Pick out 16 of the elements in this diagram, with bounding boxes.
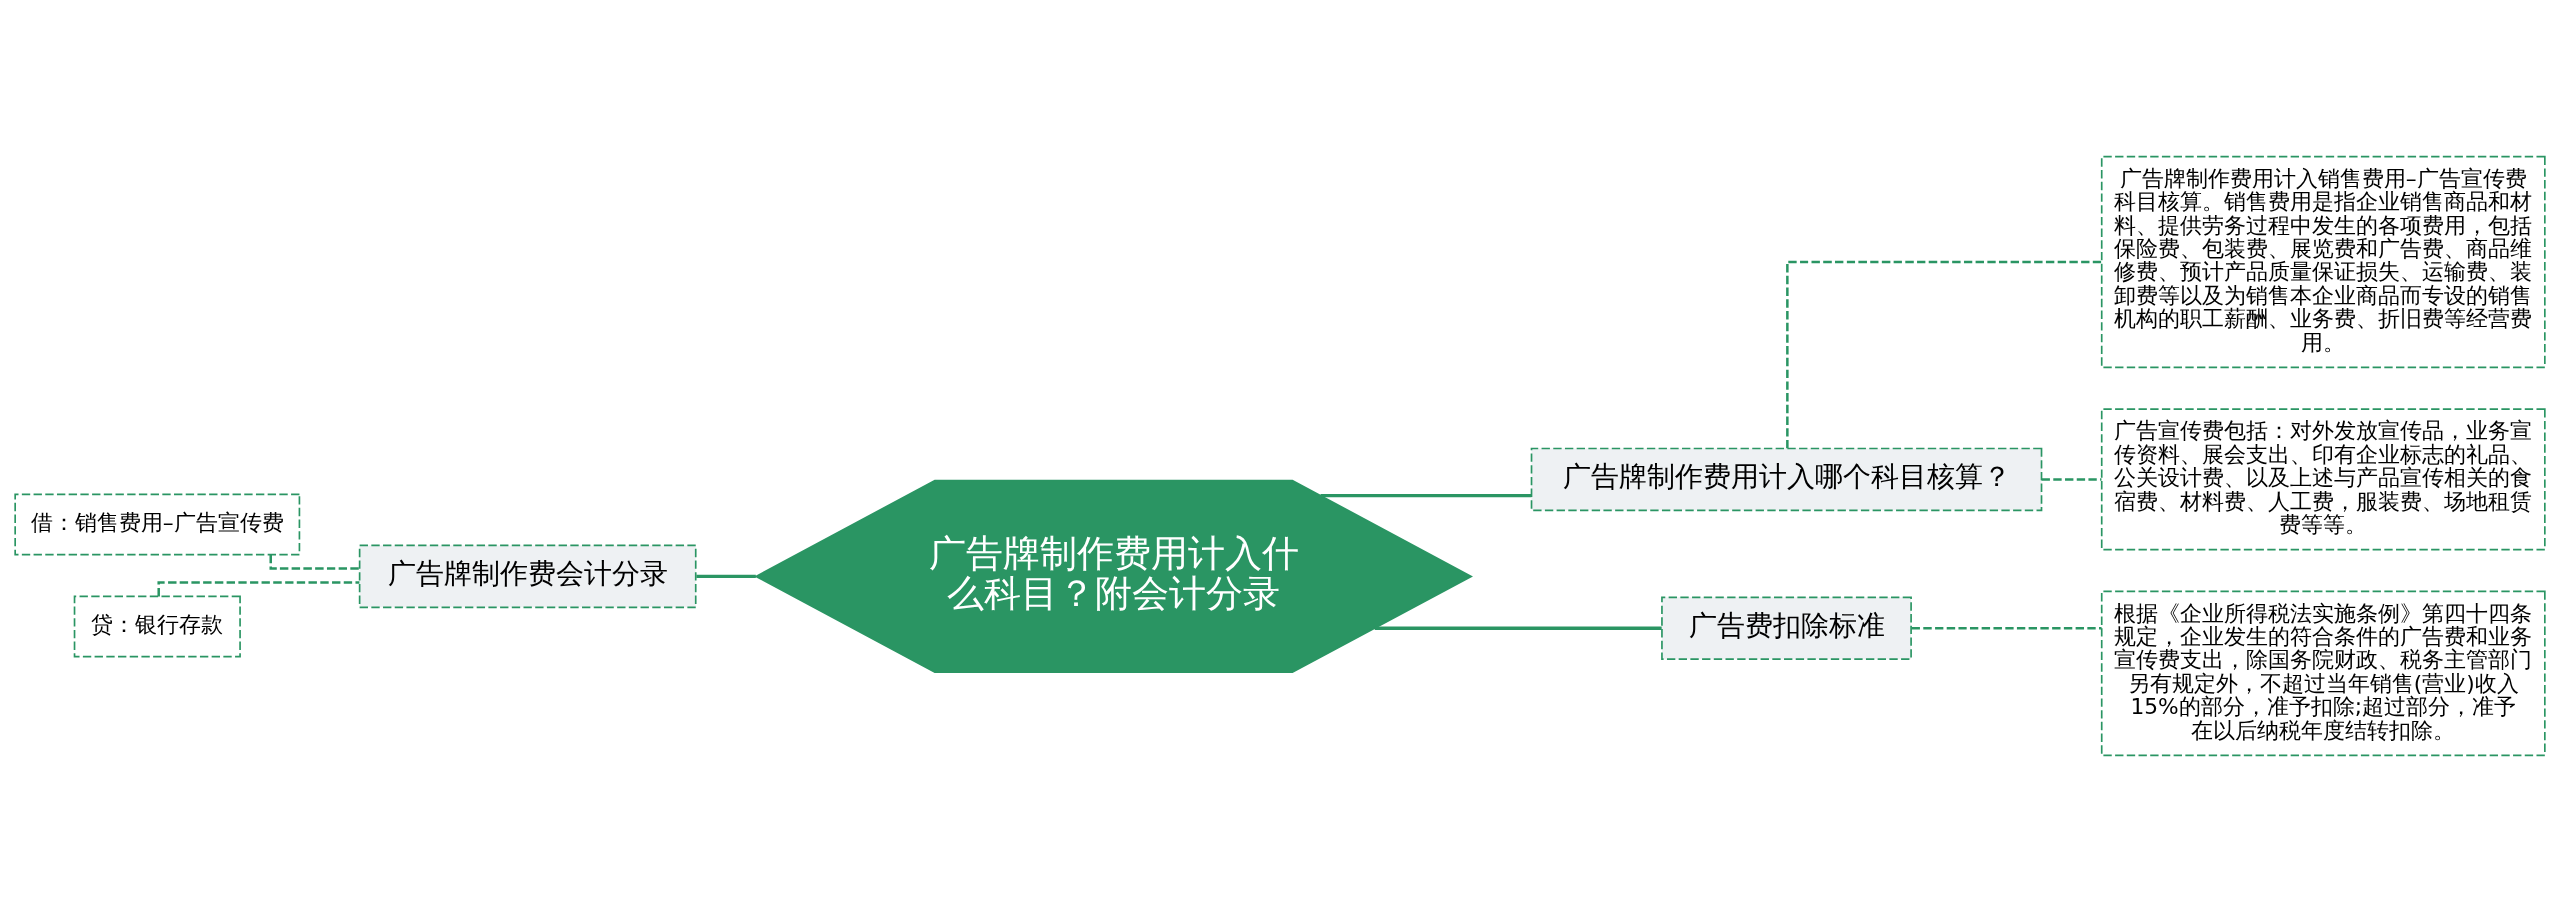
node-box: 广告牌制作费用计入销售费用–广告宣传费科目核算。销售费用是指企业销售商品和材料、提供劳务过程中发生的各项费用，包括保险费、包装费、展览费和广告费、商品维修费、预计产品质量保证损失、运输费、装卸费等以及为销售本企业商品而专设的销售机构的职工薪酬、业务费、折旧费等经营费用。 xyxy=(2100,155,2546,368)
connector xyxy=(1374,626,1662,630)
connector xyxy=(696,574,756,578)
node-box: 广告宣传费包括：对外发放宣传品，业务宣传资料、展会支出、印有企业标志的礼品、公关设计费、以及上述与产品宣传相关的食宿费、材料费、人工费，服装费、场地租赁费等等。 xyxy=(2100,407,2546,550)
connector xyxy=(269,554,360,570)
node-box: 广告牌制作费用计入哪个科目核算？ xyxy=(1530,447,2043,511)
connector xyxy=(1911,626,2102,629)
node-box: 根据《企业所得税法实施条例》第四十四条规定，企业发生的符合条件的广告费和业务宣传费支出，除国务院财政、税务主管部门另有规定外，不超过当年销售(营业)收入15%的部分，准予扣除;超过部分，准予在以后纳税年度结转扣除。 xyxy=(2100,590,2546,756)
node-box: 贷：银行存款 xyxy=(73,595,241,657)
connector xyxy=(157,580,360,596)
connector xyxy=(1786,260,2102,448)
connector xyxy=(2041,477,2102,481)
node-box: 借：销售费用–广告宣传费 xyxy=(14,493,301,555)
connector xyxy=(1320,493,1532,497)
node-box: 广告牌制作费会计分录 xyxy=(358,544,697,608)
node-box: 广告费扣除标准 xyxy=(1661,595,1912,660)
